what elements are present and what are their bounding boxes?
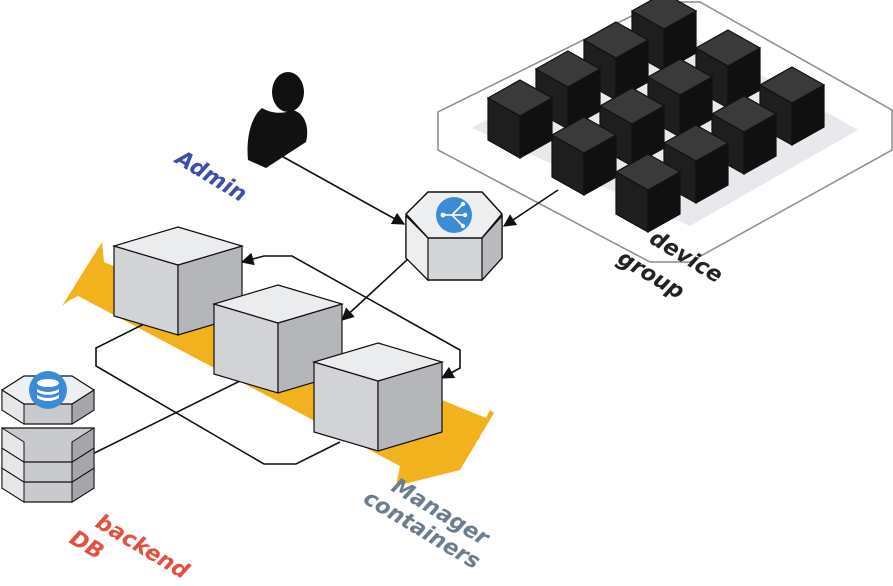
- device-cube-r1-c1: [486, 79, 554, 160]
- manager-containers: [111, 226, 445, 452]
- database-stack-icon[interactable]: [0, 371, 96, 503]
- hub-side-right: [481, 214, 503, 282]
- device-cubes: [486, 0, 826, 234]
- backend-label-line1: backend: [91, 510, 193, 585]
- devices-to-hub-arrow: [502, 189, 559, 227]
- device-group: [437, 0, 893, 263]
- database-icon: [29, 371, 67, 409]
- manager-container-1: [111, 226, 245, 336]
- hub-node[interactable]: [404, 191, 503, 282]
- fork-hub-icon: [436, 197, 472, 233]
- db-disc-2: [1, 427, 95, 463]
- device-cube-r2-c4: [694, 29, 762, 110]
- manager-container-2: [211, 284, 345, 394]
- device-cube-r3-c1: [614, 153, 682, 234]
- db-to-containers-lines: [95, 321, 341, 465]
- hub-loop-arrows: [240, 252, 461, 379]
- device-cube-r2-c1: [550, 116, 618, 197]
- admin-label: Admin: [169, 145, 251, 208]
- user-silhouette-icon[interactable]: [247, 72, 308, 168]
- connectors: [59, 153, 559, 471]
- manager-container-3: [311, 342, 445, 452]
- admin-to-hub-arrow: [277, 153, 406, 225]
